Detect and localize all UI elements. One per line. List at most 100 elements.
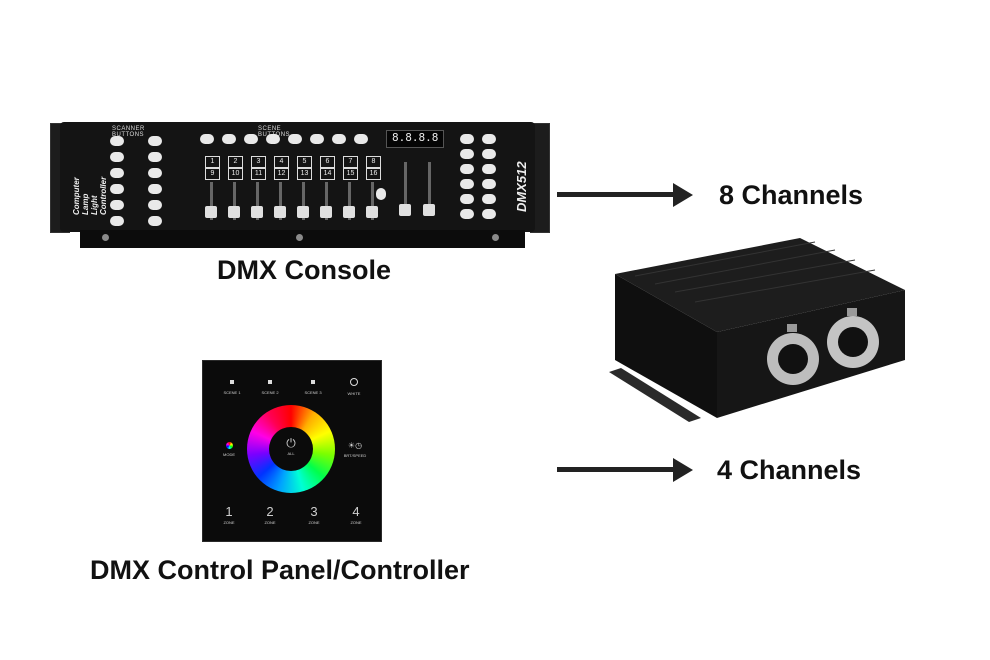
scene-button[interactable] (200, 134, 214, 144)
page-select-button[interactable] (376, 188, 386, 200)
fader-handle[interactable] (228, 206, 240, 218)
fader-track (325, 182, 328, 220)
scene-label: WHITE (347, 391, 361, 396)
scanner-button[interactable] (148, 168, 162, 178)
fader-handle[interactable] (205, 206, 217, 218)
fader-track (210, 182, 213, 220)
fader-track (348, 182, 351, 220)
output-top-label: 8 Channels (719, 180, 864, 210)
fader-number: 16 (366, 168, 381, 180)
fader-handle[interactable] (366, 206, 378, 218)
fader-handle[interactable] (297, 206, 309, 218)
zone-4-button[interactable]: 4 ZONE (345, 505, 367, 525)
brightness-icon: ☀◷ (347, 441, 363, 450)
function-button[interactable] (482, 179, 496, 189)
zone-label: ZONE (264, 520, 276, 525)
scene-1-button[interactable]: SCENE 1 (220, 380, 244, 395)
console-caption: DMX Console (217, 255, 392, 285)
scene-label: SCENE 3 (304, 390, 322, 395)
scanner-button[interactable] (110, 200, 124, 210)
arrow-shaft (557, 192, 675, 197)
white-button[interactable]: WHITE (342, 378, 366, 396)
scene-button[interactable] (266, 134, 280, 144)
scanner-button[interactable] (148, 184, 162, 194)
scene-button[interactable] (354, 134, 368, 144)
zone-label: ZONE (308, 520, 320, 525)
connector-clip (847, 308, 857, 316)
connector-clip (787, 324, 797, 332)
zone-3-button[interactable]: 3 ZONE (303, 505, 325, 525)
scanner-button[interactable] (148, 200, 162, 210)
function-button[interactable] (460, 134, 474, 144)
function-button[interactable] (482, 134, 496, 144)
scene-3-button[interactable]: SCENE 3 (301, 380, 325, 395)
fader-number: 15 (343, 168, 358, 180)
box-top-ridges (634, 241, 876, 303)
function-button[interactable] (460, 209, 474, 219)
scanner-button[interactable] (110, 184, 124, 194)
zone-number: 1 (225, 504, 233, 519)
arrow-top (557, 183, 697, 207)
scene-button[interactable] (244, 134, 258, 144)
fader-number: 2 (228, 156, 243, 168)
scanner-button[interactable] (110, 216, 124, 226)
scene-button[interactable] (222, 134, 236, 144)
connector-hole-right (838, 327, 868, 357)
zone-number: 4 (352, 504, 360, 519)
master-fader-handle[interactable] (399, 204, 411, 216)
function-button[interactable] (482, 194, 496, 204)
fader-track (302, 182, 305, 220)
brightness-speed-button[interactable]: ☀◷ BRT/SPEED (340, 441, 370, 459)
mode-button[interactable]: MODE (218, 442, 240, 457)
console-model-text: DMX512 (514, 161, 529, 212)
master-fader-track (404, 162, 407, 214)
scanner-buttons-label: SCANNER BUTTONS (112, 126, 145, 138)
scanner-button[interactable] (148, 216, 162, 226)
function-button[interactable] (460, 149, 474, 159)
screw (492, 234, 499, 241)
scanner-button[interactable] (110, 136, 124, 146)
indicator-dot (268, 380, 272, 384)
scanner-button[interactable] (110, 152, 124, 162)
power-all-button[interactable]: ⏻ ALL (279, 437, 303, 456)
indicator-dot (311, 380, 315, 384)
fader-track (233, 182, 236, 220)
fader-number: 1 (205, 156, 220, 168)
fader-number: 14 (320, 168, 335, 180)
fader-handle[interactable] (274, 206, 286, 218)
zone-number: 2 (266, 504, 274, 519)
zone-2-button[interactable]: 2 ZONE (259, 505, 281, 525)
zone-1-button[interactable]: 1 ZONE (218, 505, 240, 525)
function-button[interactable] (482, 209, 496, 219)
fader-number: 9 (205, 168, 220, 180)
arrow-head (673, 183, 693, 207)
arrow-head (673, 458, 693, 482)
scene-button[interactable] (288, 134, 302, 144)
scanner-button[interactable] (110, 168, 124, 178)
fader-number: 7 (343, 156, 358, 168)
function-button[interactable] (482, 164, 496, 174)
connector-hole-left (778, 344, 808, 374)
scene-label: SCENE 2 (261, 390, 279, 395)
scanner-button[interactable] (148, 136, 162, 146)
fader-handle[interactable] (343, 206, 355, 218)
panel-caption: DMX Control Panel/Controller (90, 555, 470, 585)
fader-handle[interactable] (320, 206, 332, 218)
console-side-text: Computer Lamp Light Controller (72, 176, 108, 215)
fader-number: 11 (251, 168, 266, 180)
scene-button[interactable] (310, 134, 324, 144)
scene-button[interactable] (332, 134, 346, 144)
function-button[interactable] (460, 164, 474, 174)
mode-color-icon (225, 442, 233, 449)
function-button[interactable] (460, 179, 474, 189)
function-button[interactable] (460, 194, 474, 204)
fader-handle[interactable] (251, 206, 263, 218)
color-wheel-center (269, 427, 313, 471)
master-fader-handle[interactable] (423, 204, 435, 216)
scene-2-button[interactable]: SCENE 2 (258, 380, 282, 395)
scene-label: SCENE 1 (223, 390, 241, 395)
scanner-button[interactable] (148, 152, 162, 162)
function-button[interactable] (482, 149, 496, 159)
fader-number: 4 (274, 156, 289, 168)
zone-number: 3 (310, 504, 318, 519)
